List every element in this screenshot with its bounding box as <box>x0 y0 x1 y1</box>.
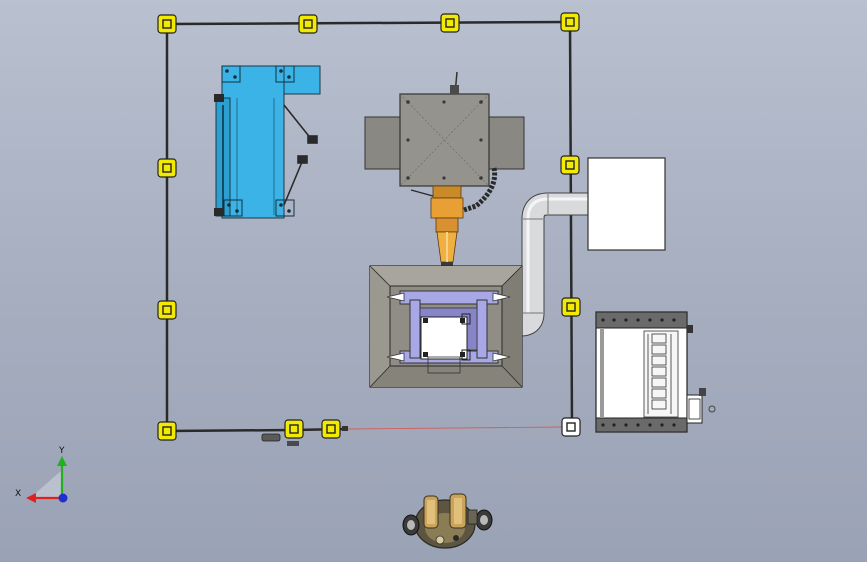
feeder-lever-arm[interactable] <box>283 104 318 206</box>
axis-triad: Y X <box>15 446 68 503</box>
fence-rails <box>165 20 574 433</box>
fence-post[interactable] <box>284 419 304 439</box>
fixture-frame[interactable] <box>399 290 499 374</box>
workpiece-block[interactable] <box>420 316 468 360</box>
laser-curtain-line <box>344 426 566 430</box>
work-station-hood[interactable] <box>369 265 523 388</box>
axis-z-dot <box>58 493 68 503</box>
fence-post[interactable] <box>561 297 581 317</box>
mobile-robot-base[interactable] <box>402 493 493 549</box>
head-side-plate-right <box>486 116 525 170</box>
clamp-pins <box>386 292 511 362</box>
safety-fence[interactable] <box>157 12 581 446</box>
spindle-head-assembly[interactable] <box>364 71 525 266</box>
cabinet-side-hardware <box>686 325 716 424</box>
fence-post[interactable] <box>560 155 580 175</box>
dust-collector-box[interactable] <box>587 157 666 251</box>
fence-post[interactable] <box>157 158 177 178</box>
robot-wheel <box>475 509 493 531</box>
head-side-plate-left <box>364 116 402 170</box>
fence-post[interactable] <box>157 421 177 441</box>
fence-post[interactable] <box>298 14 318 34</box>
fence-posts[interactable] <box>157 12 581 441</box>
fence-post[interactable] <box>321 419 341 439</box>
fence-post[interactable] <box>157 14 177 34</box>
cable-carrier <box>463 167 498 213</box>
exhaust-duct[interactable] <box>478 192 597 337</box>
fence-post[interactable] <box>157 300 177 320</box>
fence-post[interactable] <box>560 12 580 32</box>
laser-emitter <box>342 426 348 431</box>
robot-wheel <box>402 514 420 536</box>
spindle-body <box>430 185 464 266</box>
electrical-control-cabinet[interactable] <box>595 311 716 433</box>
axis-x-label: X <box>15 489 21 499</box>
breaker-panel[interactable] <box>643 330 679 418</box>
blue-material-feeder[interactable] <box>214 65 321 219</box>
fence-post-white[interactable] <box>561 417 581 437</box>
fence-post[interactable] <box>440 13 460 33</box>
axis-y-label: Y <box>58 446 65 456</box>
door-latch[interactable] <box>261 433 299 446</box>
